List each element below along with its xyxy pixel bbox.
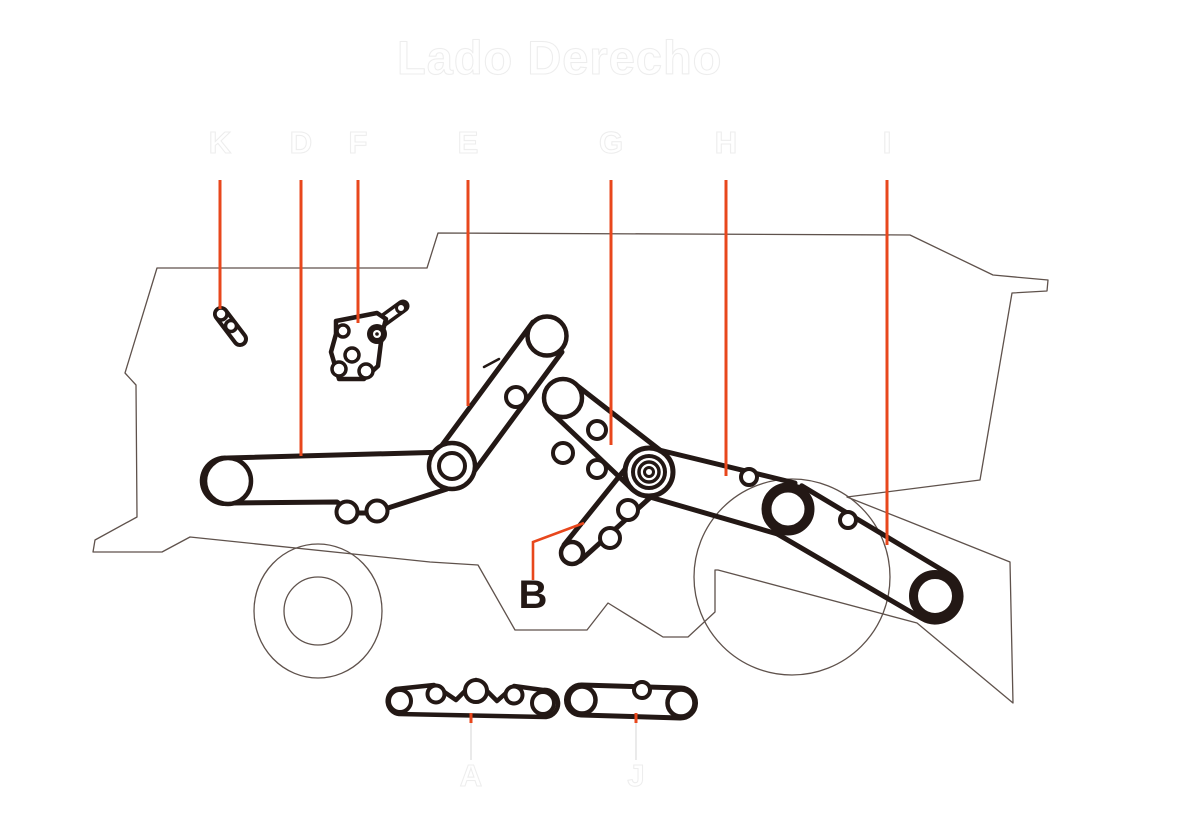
callout-leader-lines xyxy=(218,180,889,760)
callout-label-a: A xyxy=(459,758,483,793)
callout-label-e: E xyxy=(457,125,479,160)
callout-label-j: J xyxy=(627,758,645,793)
tensioner-bracket-f xyxy=(328,299,410,382)
pulleys xyxy=(202,314,961,622)
callout-label-i: I xyxy=(882,125,892,160)
callout-label-g: G xyxy=(598,125,624,160)
small-belt-k xyxy=(213,306,248,347)
callout-label-k: K xyxy=(208,125,232,160)
diagonal-belt-e xyxy=(434,319,565,484)
front-wheel xyxy=(253,543,383,679)
loose-belt-a xyxy=(385,677,561,720)
loose-belt-j xyxy=(564,680,698,721)
rear-wheel xyxy=(693,478,891,676)
callout-label-b: B xyxy=(518,573,548,617)
leader-line-b xyxy=(531,521,585,580)
page-title: Lado Derecho xyxy=(396,31,723,85)
callout-label-f: F xyxy=(348,125,368,160)
machine-body-outline xyxy=(92,232,1049,704)
callout-label-d: D xyxy=(289,125,313,160)
callout-label-h: H xyxy=(714,125,738,160)
